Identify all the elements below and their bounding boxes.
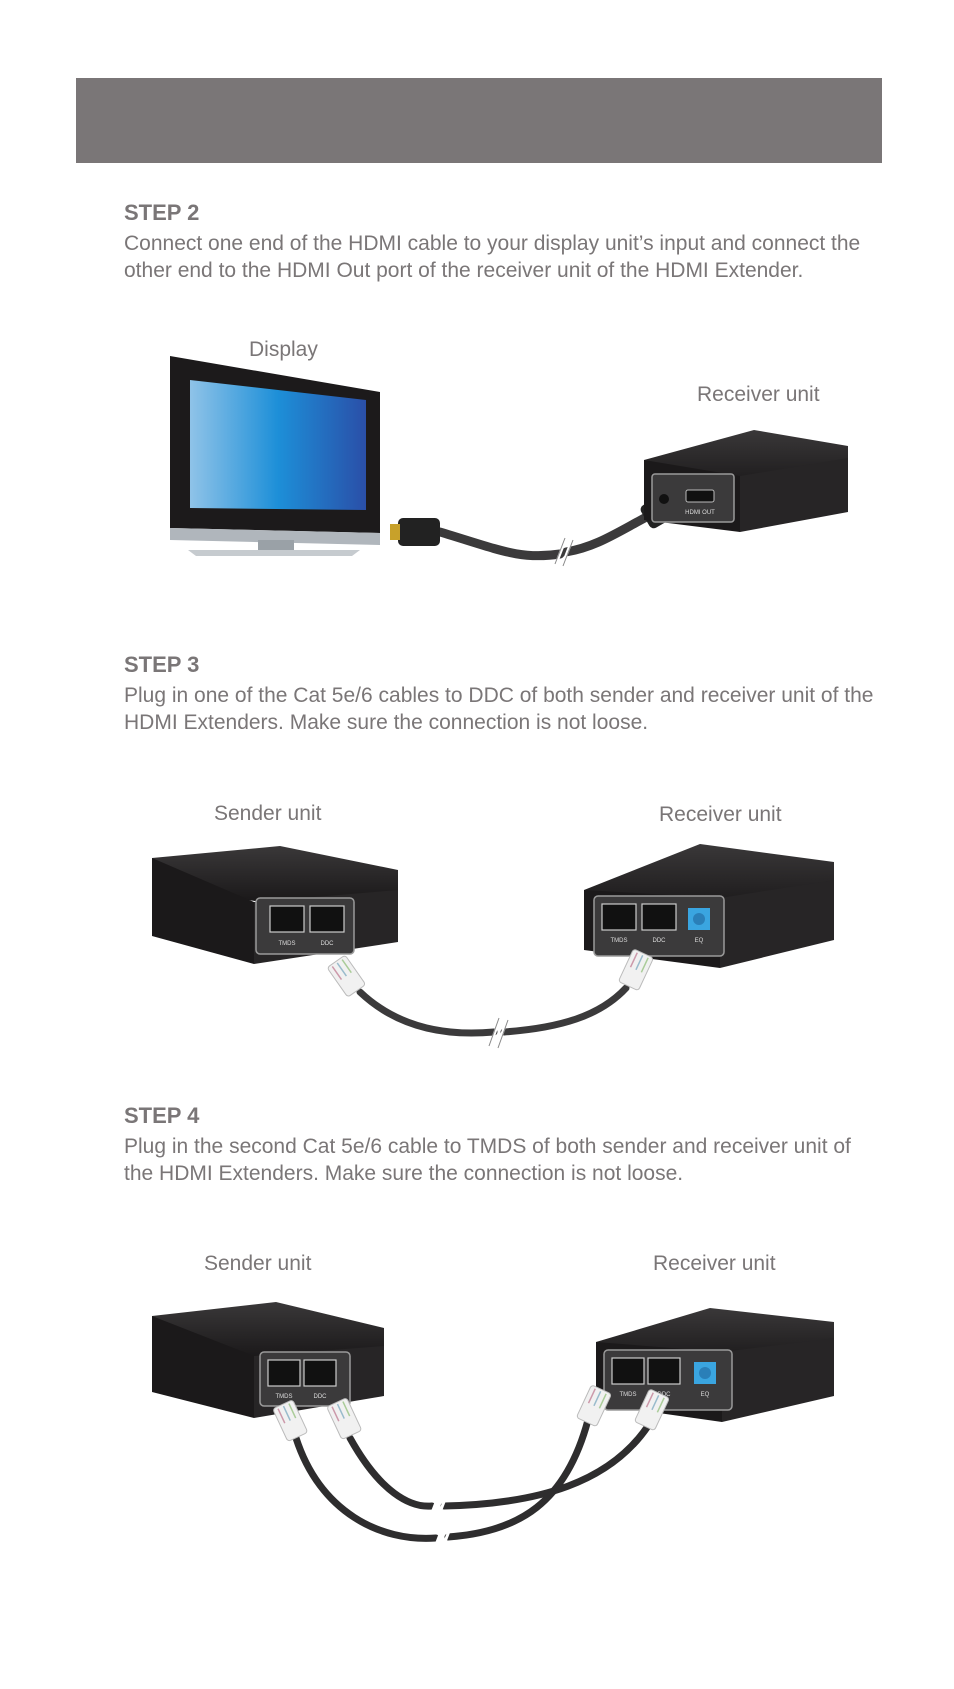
hdmi-out-port-label: HDMI OUT bbox=[685, 510, 715, 516]
step-4: STEP 4 Plug in the second Cat 5e/6 cable… bbox=[124, 1103, 884, 1187]
receiver-label-step4: Receiver unit bbox=[653, 1252, 776, 1275]
header-bar bbox=[76, 78, 882, 163]
step-4-title: STEP 4 bbox=[124, 1103, 200, 1128]
step-3-illustration: TMDS DDC TMDS DDC EQ bbox=[152, 844, 834, 1049]
step-2-text: Connect one end of the HDMI cable to you… bbox=[124, 232, 861, 282]
display-tv bbox=[170, 356, 380, 556]
step-3-title: STEP 3 bbox=[124, 652, 200, 677]
sender-label-step3: Sender unit bbox=[214, 802, 322, 825]
ddc-port-label-sender-step3: DDC bbox=[321, 941, 335, 947]
ddc-port-label-receiver-step4: DDC bbox=[658, 1392, 672, 1398]
step-2: STEP 2 Connect one end of the HDMI cable… bbox=[124, 200, 884, 284]
tmds-port-label-receiver-step4: TMDS bbox=[620, 1392, 637, 1398]
ddc-cable-step3 bbox=[327, 949, 654, 1049]
tmds-port-label-sender-step4: TMDS bbox=[276, 1394, 293, 1400]
receiver-label-step3: Receiver unit bbox=[659, 803, 782, 826]
receiver-unit-step2: HDMI OUT bbox=[644, 430, 848, 532]
step-3: STEP 3 Plug in one of the Cat 5e/6 cable… bbox=[124, 652, 884, 736]
step-4-text: Plug in the second Cat 5e/6 cable to TMD… bbox=[124, 1135, 851, 1185]
display-label: Display bbox=[249, 338, 318, 361]
sender-unit-step4: TMDS DDC bbox=[152, 1302, 384, 1418]
ddc-port-label-sender-step4: DDC bbox=[314, 1394, 328, 1400]
step-2-title: STEP 2 bbox=[124, 200, 200, 225]
cables-step4 bbox=[273, 1385, 670, 1553]
tmds-port-label-receiver-step3: TMDS bbox=[611, 938, 628, 944]
eq-label-step3: EQ bbox=[695, 938, 704, 944]
receiver-unit-step3: TMDS DDC EQ bbox=[584, 844, 834, 968]
ddc-port-label-receiver-step3: DDC bbox=[653, 938, 667, 944]
receiver-unit-step4: TMDS DDC EQ bbox=[596, 1308, 834, 1422]
receiver-label-step2: Receiver unit bbox=[697, 383, 820, 406]
tmds-port-label-sender-step3: TMDS bbox=[279, 941, 296, 947]
sender-unit-step3: TMDS DDC bbox=[152, 846, 398, 964]
eq-label-step4: EQ bbox=[701, 1392, 710, 1398]
sender-label-step4: Sender unit bbox=[204, 1252, 312, 1275]
step-2-illustration: HDMI OUT bbox=[170, 356, 848, 567]
step-4-illustration: TMDS DDC TMDS DDC EQ bbox=[152, 1302, 834, 1553]
step-3-text: Plug in one of the Cat 5e/6 cables to DD… bbox=[124, 684, 874, 734]
